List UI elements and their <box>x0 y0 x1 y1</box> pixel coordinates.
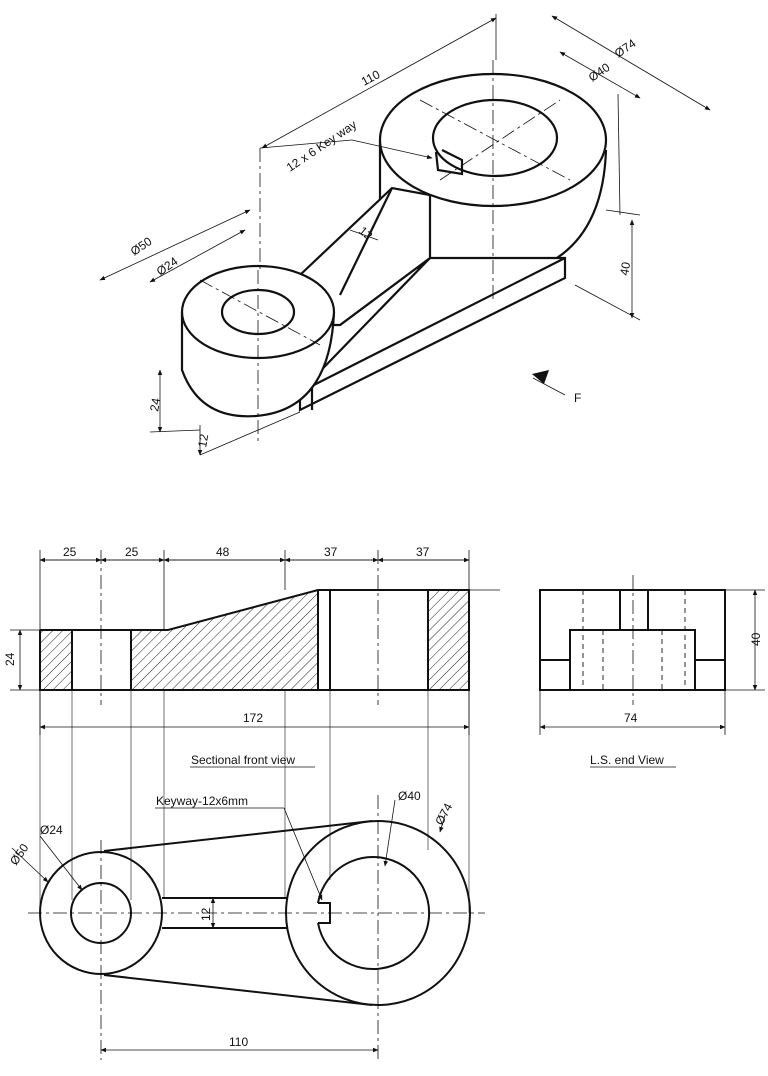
iso-dim-big-inner: Ø40 <box>586 60 613 84</box>
isometric-view: 110 Ø74 Ø40 12 x 6 Key way 12 40 Ø50 Ø24… <box>99 14 711 456</box>
iso-dim-keyway: 12 x 6 Key way <box>284 117 359 174</box>
top-dim-web: 12 <box>199 907 213 921</box>
end-view: 40 74 L.S. end View <box>539 575 765 768</box>
front-dim-2: 25 <box>125 545 139 559</box>
end-dim-width: 74 <box>624 711 638 725</box>
end-dim-height: 40 <box>749 632 763 646</box>
front-view-caption: Sectional front view <box>191 753 295 767</box>
iso-dim-length: 110 <box>359 67 383 88</box>
front-dim-3: 48 <box>216 545 230 559</box>
top-dim-center-distance: 110 <box>229 1035 248 1049</box>
iso-dim-base: 12 <box>195 433 211 449</box>
front-dim-4: 37 <box>324 545 338 559</box>
top-dim-small-inner: Ø24 <box>40 823 63 837</box>
iso-dim-small-height: 24 <box>147 397 163 413</box>
end-view-caption: L.S. end View <box>590 753 664 767</box>
front-dim-total: 172 <box>243 711 263 725</box>
front-dim-5: 37 <box>416 545 430 559</box>
iso-dimension-lines <box>99 14 711 456</box>
top-dim-small-outer: Ø50 <box>7 841 32 868</box>
iso-dim-small-inner: Ø24 <box>154 254 181 278</box>
iso-dim-big-height: 40 <box>617 261 633 277</box>
iso-dim-big-outer: Ø74 <box>612 36 639 60</box>
front-dim-1: 25 <box>63 545 77 559</box>
top-view: Keyway-12x6mm Ø40 Ø74 Ø24 Ø50 12 110 <box>7 690 485 1060</box>
iso-view-arrow-label: F <box>574 391 581 405</box>
front-dim-height: 24 <box>3 652 17 666</box>
iso-dim-small-outer: Ø50 <box>128 234 155 258</box>
top-keyway-label: Keyway-12x6mm <box>156 794 248 808</box>
top-dim-big-inner: Ø40 <box>398 789 421 803</box>
top-dim-big-outer: Ø74 <box>432 801 455 828</box>
sectional-front-view: 25 25 48 37 37 172 24 Sectional front vi… <box>3 545 500 768</box>
